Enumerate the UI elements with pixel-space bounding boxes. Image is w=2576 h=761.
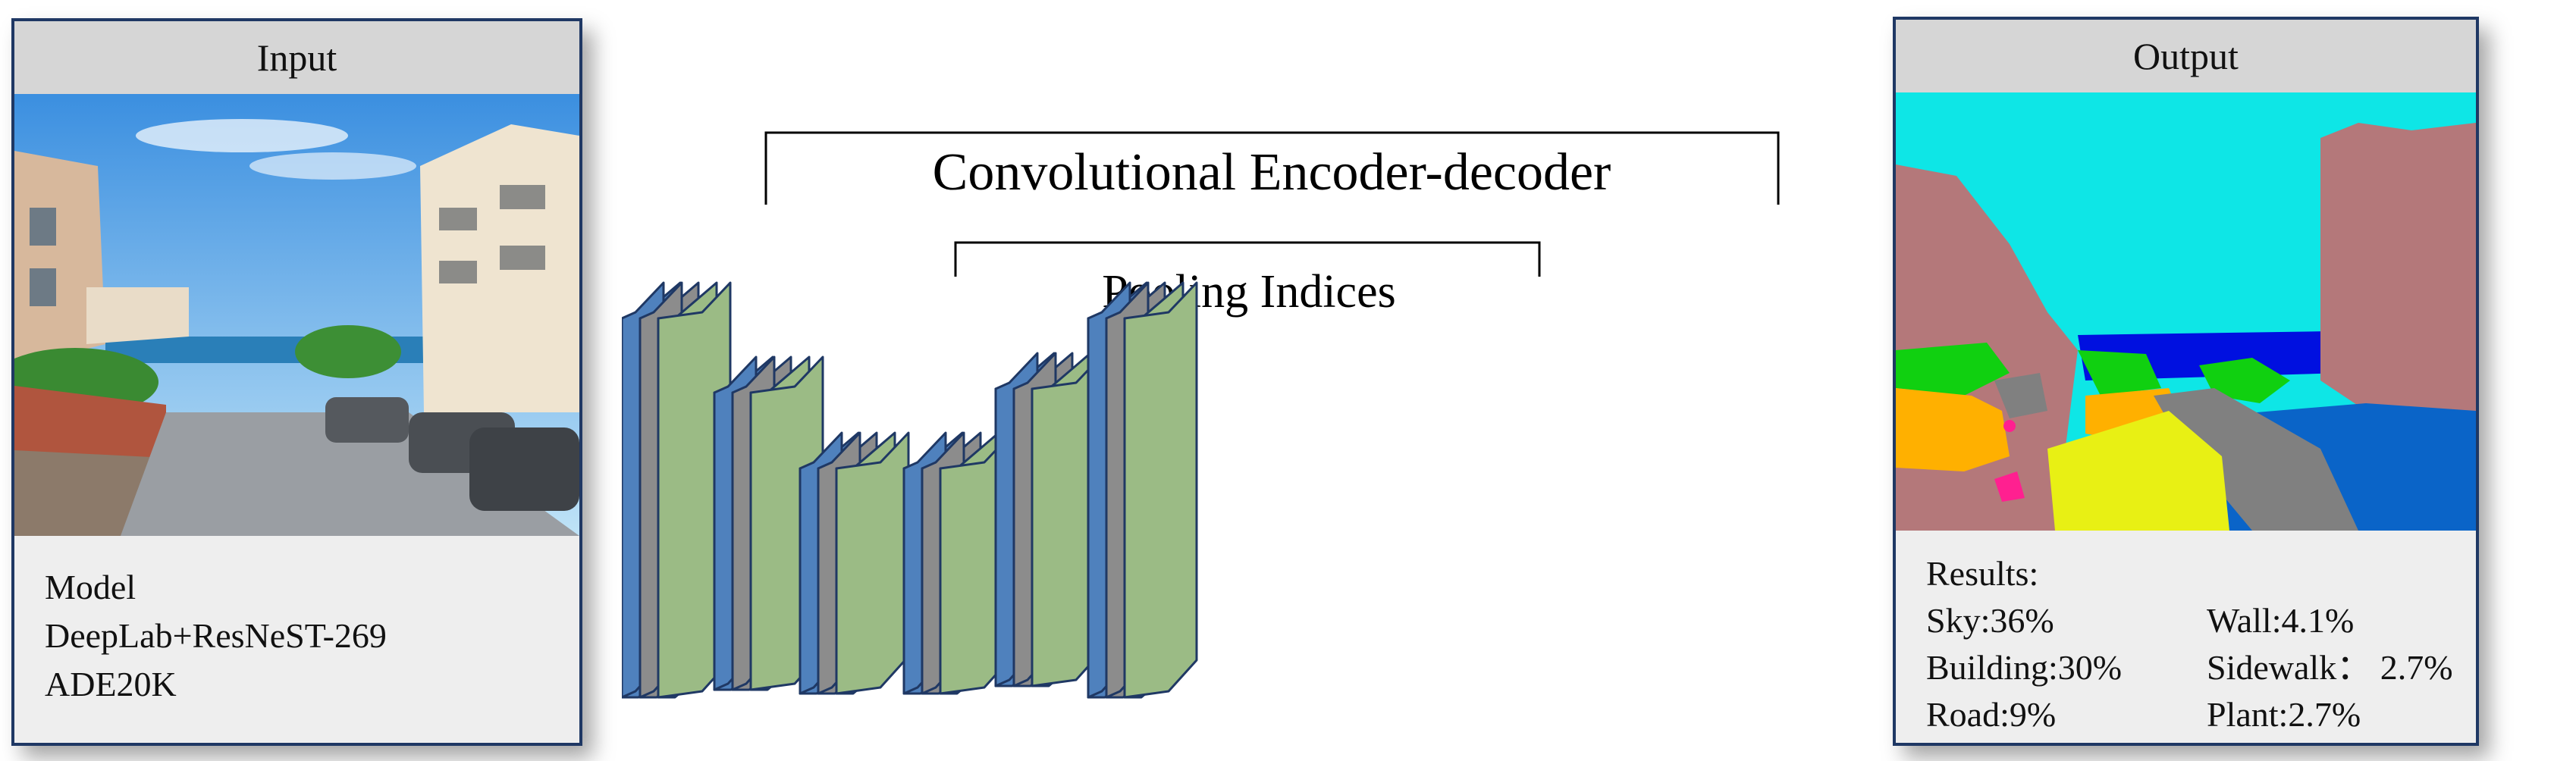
result-row: Road:9% Plant:2.7% bbox=[1926, 691, 2453, 738]
results-heading: Results: bbox=[1926, 554, 2039, 593]
encoder-decoder-label: Convolutional Encoder-decoder bbox=[933, 143, 1611, 202]
result-row: Sky:36% Wall:4.1% bbox=[1926, 597, 2453, 644]
layer-stack-2 bbox=[713, 355, 824, 691]
encoder-decoder-diagram: Convolutional Encoder-decoder Pooling In… bbox=[622, 131, 1780, 699]
result-plant: Plant:2.7% bbox=[2207, 695, 2361, 734]
results-block: Results: Sky:36% Wall:4.1% Building:30% … bbox=[1926, 550, 2453, 738]
layer-stack-5 bbox=[994, 352, 1106, 687]
encoder-decoder-connector bbox=[764, 131, 1780, 205]
pooling-connector bbox=[954, 241, 1541, 277]
result-road: Road:9% bbox=[1926, 695, 2057, 734]
input-title: Input bbox=[14, 21, 579, 96]
segmentation-map bbox=[1896, 92, 2476, 531]
result-sidewalk: Sidewalk： 2.7% bbox=[2207, 648, 2453, 687]
result-wall: Wall:4.1% bbox=[2207, 601, 2355, 640]
feature-map-face bbox=[835, 431, 910, 695]
result-sky: Sky:36% bbox=[1926, 601, 2054, 640]
layer-stack-3 bbox=[799, 431, 910, 695]
result-row: Building:30% Sidewalk： 2.7% bbox=[1926, 644, 2453, 691]
model-heading: Model bbox=[45, 568, 136, 606]
layer-stacks bbox=[622, 281, 1198, 699]
layer-stack-4 bbox=[902, 431, 1014, 695]
output-panel: Output Results: Sky:36% Wall:4.1% bbox=[1893, 17, 2479, 746]
input-street-photo bbox=[14, 94, 579, 536]
model-info: Model DeepLab+ResNeST-269 ADE20K bbox=[45, 563, 387, 709]
input-panel: Input bbox=[11, 18, 582, 746]
layer-stack-1 bbox=[622, 281, 732, 699]
output-title: Output bbox=[1896, 20, 2476, 95]
feature-map-face bbox=[1123, 281, 1198, 699]
result-building: Building:30% bbox=[1926, 648, 2123, 687]
model-name: DeepLab+ResNeST-269 bbox=[45, 616, 387, 655]
layer-stack-6 bbox=[1087, 281, 1198, 699]
feature-map-face bbox=[657, 281, 732, 699]
dataset-name: ADE20K bbox=[45, 665, 177, 703]
